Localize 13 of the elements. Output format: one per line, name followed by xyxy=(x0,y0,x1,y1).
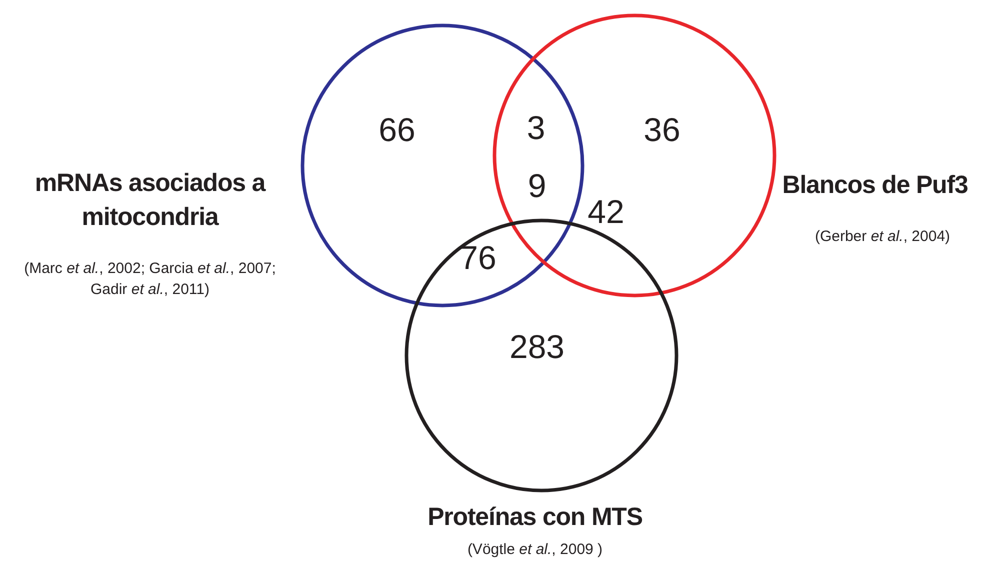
count-label: 66 xyxy=(378,112,416,148)
set-title: mRNAs asociados a mitocondria xyxy=(34,168,267,233)
count-label: 3 xyxy=(526,110,546,146)
count-label: 283 xyxy=(509,329,565,365)
set-title: Proteínas con MTS xyxy=(426,502,644,533)
count-label: 42 xyxy=(588,194,624,230)
count-label: 36 xyxy=(644,112,680,148)
set-title: Blancos de Puf3 xyxy=(781,170,969,201)
citation: (Marc et al., 2002; Garcia et al., 2007; Gadir et al., 2011) xyxy=(23,259,277,300)
count-label: 76 xyxy=(460,240,496,276)
citation: (Vögtle et al., 2009 ) xyxy=(466,540,604,560)
citation: (Gerber et al., 2004) xyxy=(814,227,952,247)
count-label: 9 xyxy=(528,168,546,204)
